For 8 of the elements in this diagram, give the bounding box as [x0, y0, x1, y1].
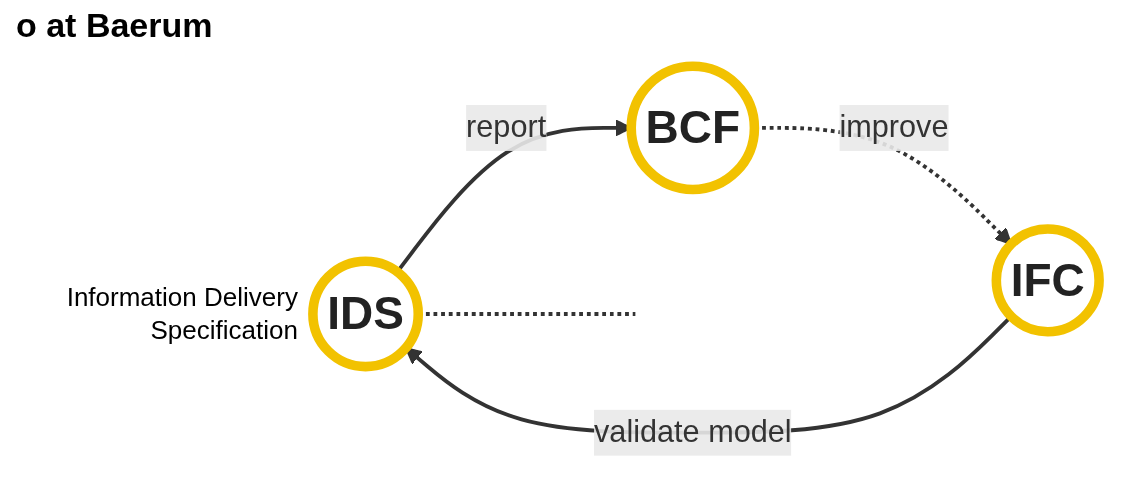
edge-label: improve — [839, 110, 949, 144]
node-circle: BCF — [626, 61, 760, 195]
node-caption: Information Delivery Specification — [65, 281, 298, 347]
node-circle: IFC — [991, 224, 1104, 337]
edge-label: validate model — [594, 415, 792, 449]
title: o at Baerum — [16, 6, 214, 45]
edge-label: report — [466, 110, 547, 144]
node-circle: IDS — [308, 256, 424, 372]
